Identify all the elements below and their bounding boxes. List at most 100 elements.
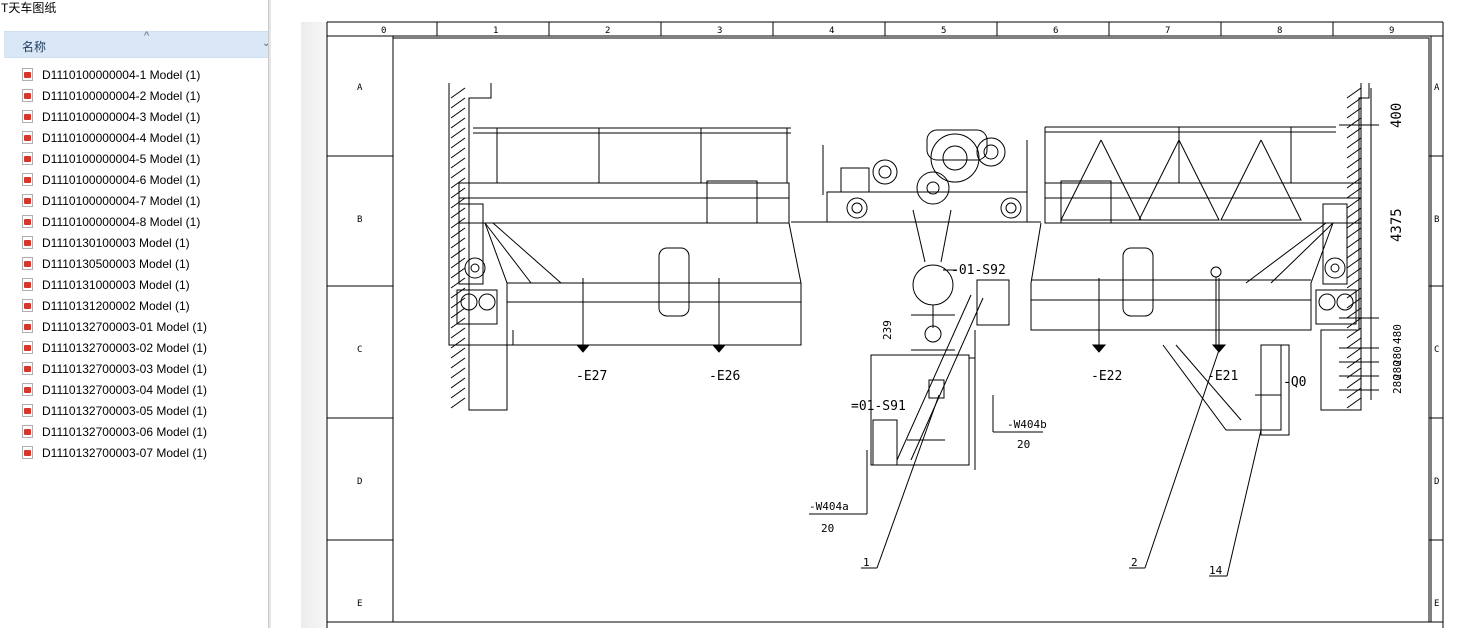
hatch-line: [450, 377, 466, 389]
hatch-line: [450, 397, 466, 409]
column-label: 0: [381, 26, 386, 36]
hatch-line: [450, 267, 466, 279]
hatch-line: [1346, 127, 1362, 139]
callout-2: 2: [1131, 556, 1138, 569]
file-list-item[interactable]: D1110100000004-7 Model (1): [0, 190, 268, 211]
pdf-file-icon: [22, 446, 33, 459]
file-list-item[interactable]: D1110100000004-4 Model (1): [0, 127, 268, 148]
row-label-left: C: [357, 345, 362, 355]
file-list-item[interactable]: D1110131200002 Model (1): [0, 295, 268, 316]
pdf-file-icon: [22, 425, 33, 438]
row-label-right: A: [1434, 83, 1440, 93]
file-list-item[interactable]: D1110132700003-05 Model (1): [0, 400, 268, 421]
file-list-item[interactable]: D1110100000004-1 Model (1): [0, 64, 268, 85]
file-name: D1110131000003 Model (1): [42, 277, 190, 292]
pdf-file-icon: [22, 152, 33, 165]
file-list-item[interactable]: D1110130100003 Model (1): [0, 232, 268, 253]
file-list: D1110100000004-1 Model (1)D1110100000004…: [0, 64, 268, 463]
file-list-item[interactable]: D1110100000004-6 Model (1): [0, 169, 268, 190]
pdf-file-icon: [22, 131, 33, 144]
hatch-line: [1346, 337, 1362, 349]
inner-border: [392, 37, 1430, 623]
hatch-line: [1346, 167, 1362, 179]
file-name: D1110131200002 Model (1): [42, 298, 190, 313]
hatch-line: [450, 347, 466, 359]
leader-lines: [809, 269, 1262, 577]
hatch-line: [450, 167, 466, 179]
pdf-file-icon: [22, 89, 33, 102]
pdf-file-icon: [22, 299, 33, 312]
name-column-header[interactable]: ^ 名称 ⌄: [4, 30, 272, 58]
hatch-line: [1346, 347, 1362, 359]
file-name: D1110132700003-01 Model (1): [42, 319, 208, 334]
trolley: [822, 129, 1028, 263]
file-list-item[interactable]: D1110100000004-3 Model (1): [0, 106, 268, 127]
left-wall: [448, 83, 508, 411]
file-list-pane: T天车图纸 ^ 名称 ⌄ D1110100000004-1 Model (1)D…: [0, 0, 272, 628]
sheet-edge-shadow: [301, 22, 327, 628]
hatch-line: [450, 107, 466, 119]
hatch-line: [1346, 317, 1362, 329]
pane-splitter[interactable]: [268, 0, 271, 628]
file-list-item[interactable]: D1110100000004-8 Model (1): [0, 211, 268, 232]
column-label: 2: [605, 26, 610, 36]
hatch-line: [450, 157, 466, 169]
callout-1: 1: [863, 556, 870, 569]
file-list-item[interactable]: D1110132700003-01 Model (1): [0, 316, 268, 337]
label-e26: -E26: [709, 369, 740, 384]
hatch-line: [1346, 197, 1362, 209]
column-label: 4: [829, 26, 834, 36]
hatch-line: [450, 367, 466, 379]
hatch-line: [450, 337, 466, 349]
hatch-line: [450, 257, 466, 269]
file-name: D1110132700003-02 Model (1): [42, 340, 208, 355]
file-list-item[interactable]: D1110132700003-07 Model (1): [0, 442, 268, 463]
file-list-item[interactable]: D1110132700003-03 Model (1): [0, 358, 268, 379]
hatch-line: [450, 237, 466, 249]
hatch-line: [450, 97, 466, 109]
pdf-file-icon: [22, 362, 33, 375]
right-cabin-stairs: [1162, 266, 1290, 436]
file-list-item[interactable]: D1110131000003 Model (1): [0, 274, 268, 295]
hatch-line: [1346, 237, 1362, 249]
file-list-item[interactable]: D1110132700003-02 Model (1): [0, 337, 268, 358]
dim-480: 480: [1391, 324, 1404, 344]
file-name: D1110130100003 Model (1): [42, 235, 190, 250]
hatch-line: [450, 387, 466, 399]
hatch-line: [450, 177, 466, 189]
file-name: D1110100000004-4 Model (1): [42, 130, 201, 145]
hatch-line: [1346, 287, 1362, 299]
hatch-line: [450, 317, 466, 329]
hatch-line: [450, 277, 466, 289]
name-column-label: 名称: [22, 40, 47, 54]
file-name: D1110132700003-07 Model (1): [42, 445, 208, 460]
file-list-item[interactable]: D1110100000004-2 Model (1): [0, 85, 268, 106]
label-q0: -Q0: [1283, 375, 1306, 390]
chevron-down-icon[interactable]: ⌄: [262, 38, 271, 49]
pdf-file-icon: [22, 341, 33, 354]
hatch-line: [1346, 357, 1362, 369]
column-label: 6: [1053, 26, 1058, 36]
dim-280c: 280: [1391, 374, 1404, 394]
label-w404b-qty: 20: [1017, 438, 1030, 451]
file-list-item[interactable]: D1110132700003-06 Model (1): [0, 421, 268, 442]
file-list-item[interactable]: D1110100000004-5 Model (1): [0, 148, 268, 169]
hatch-line: [450, 207, 466, 219]
pdf-file-icon: [22, 194, 33, 207]
dim-280a: 280: [1391, 346, 1404, 366]
label-e22: -E22: [1091, 369, 1122, 384]
pdf-file-icon: [22, 320, 33, 333]
file-name: D1110100000004-6 Model (1): [42, 172, 201, 187]
hatch-line: [1346, 267, 1362, 279]
label-w404a-qty: 20: [821, 522, 834, 535]
file-list-item[interactable]: D1110130500003 Model (1): [0, 253, 268, 274]
pdf-file-icon: [22, 68, 33, 81]
center-cabin-stairs: [870, 279, 1010, 470]
file-list-item[interactable]: D1110132700003-04 Model (1): [0, 379, 268, 400]
column-label: 8: [1277, 26, 1282, 36]
column-label: 1: [493, 26, 498, 36]
pdf-file-icon: [22, 173, 33, 186]
row-label-left: E: [357, 599, 362, 609]
